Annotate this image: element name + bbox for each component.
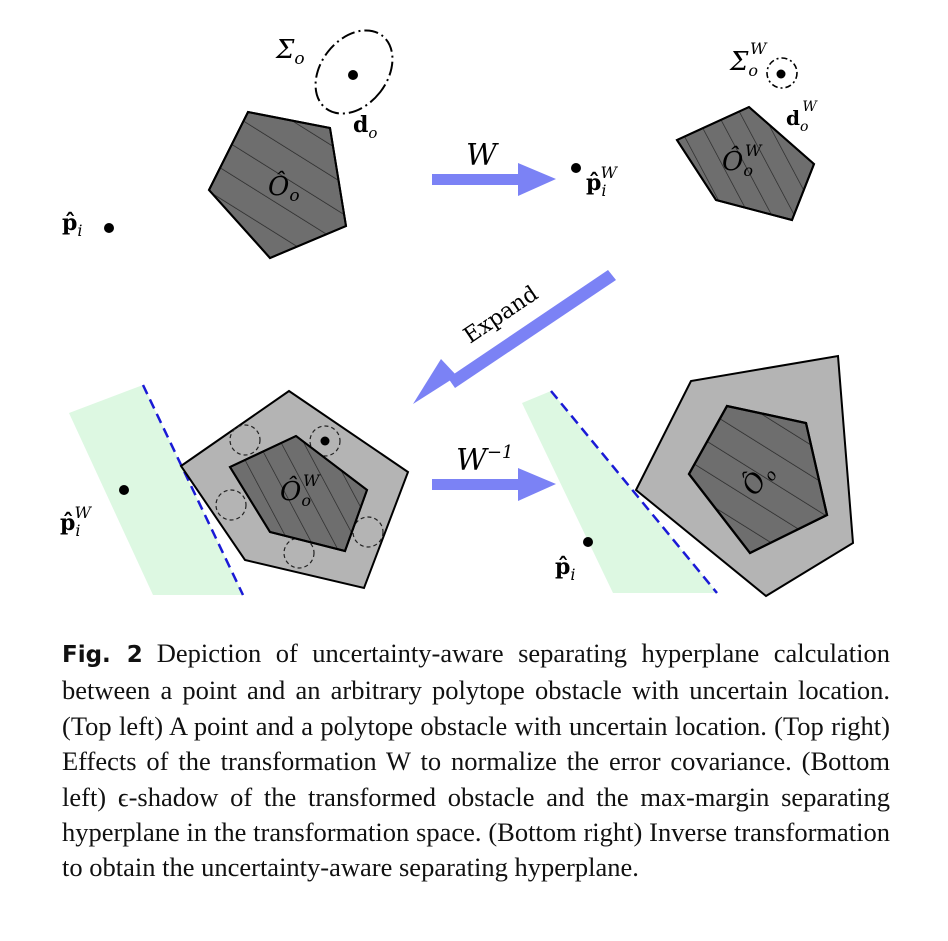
- point-p-dot: [104, 223, 114, 233]
- covariance-circle-w: [766, 57, 798, 89]
- figure: Σo do Ôo p̂i W p̂iW ΣoW doW ÔoW Expand p…: [60, 29, 855, 598]
- epsilon-circle-center: [320, 436, 330, 446]
- caption-label: Fig. 2: [62, 642, 143, 668]
- panel-top-left: Σo do Ôo p̂i: [62, 29, 394, 260]
- point-p-dot-br: [583, 537, 593, 547]
- sigma-ow-label: ΣoW: [729, 39, 768, 80]
- d-ow-label: doW: [786, 99, 818, 135]
- arrow-w: W: [432, 138, 556, 196]
- separating-hyperplane-br: [550, 390, 718, 594]
- halfspace-region: [69, 385, 243, 595]
- obstacle-hatch: [207, 110, 348, 260]
- panel-bottom-right: p̂i Ôo: [522, 354, 855, 598]
- point-pw-dot-bl: [119, 485, 129, 495]
- point-pw-label: p̂iW: [586, 163, 619, 200]
- expand-label: Expand: [459, 281, 543, 349]
- arrow-w-inverse: W−1: [432, 442, 556, 501]
- epsilon-circle-3: [215, 489, 247, 521]
- w-label: W: [466, 138, 499, 173]
- obstacle-center-dot: [348, 70, 358, 80]
- point-p-label-br: p̂i: [555, 554, 576, 584]
- obstacle-hatch-br: [687, 404, 829, 555]
- obstacle-center-dot-w: [776, 69, 786, 79]
- d-o-label: do: [353, 112, 377, 142]
- caption-text: Depiction of uncertainty-aware separatin…: [62, 638, 890, 883]
- point-pw-label-bl: p̂iW: [60, 503, 93, 540]
- covariance-ellipse: [314, 29, 394, 115]
- separating-hyperplane: [141, 384, 245, 596]
- epsilon-circle-4: [352, 516, 384, 548]
- obstacle-bl-label: ÔoW: [280, 471, 321, 510]
- panel-top-right: p̂iW ΣoW doW ÔoW: [571, 39, 818, 222]
- panel-bottom-left: p̂iW ÔoW: [60, 384, 410, 596]
- epsilon-circle-2: [309, 425, 341, 457]
- point-pw-dot: [571, 163, 581, 173]
- obstacle-hatch-bl: [228, 434, 369, 553]
- w-inverse-label: W−1: [456, 442, 513, 478]
- halfspace-region-br: [522, 391, 717, 593]
- arrow-expand: Expand: [413, 270, 616, 404]
- obstacle-label: Ôo: [268, 170, 300, 206]
- sigma-o-label: Σo: [275, 35, 305, 69]
- epsilon-circle-1: [229, 424, 261, 456]
- point-p-label: p̂i: [62, 210, 83, 240]
- obstacle-w-label: ÔoW: [722, 141, 763, 180]
- obstacle-hatch-w: [675, 105, 816, 222]
